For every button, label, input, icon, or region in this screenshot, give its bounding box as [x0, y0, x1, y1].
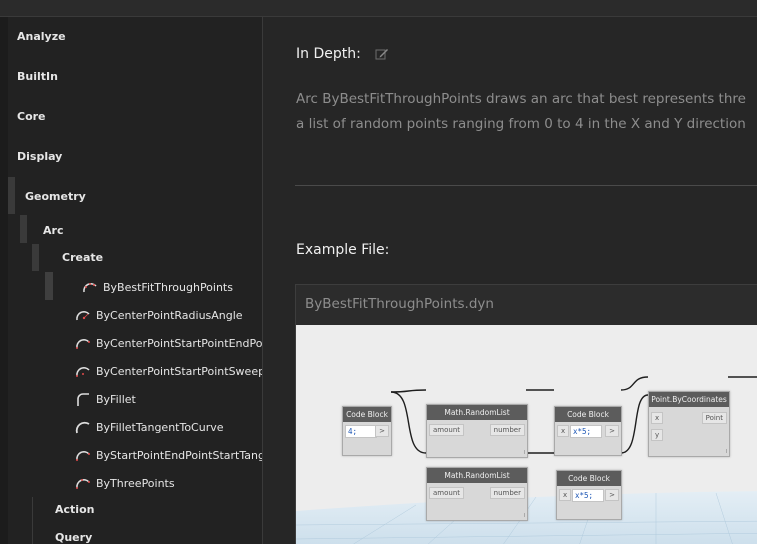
- amount-port[interactable]: amount: [429, 487, 465, 499]
- point-bycoordinates-node[interactable]: Point.ByCoordinates x y Point l: [648, 391, 730, 457]
- arc-icon: [83, 282, 97, 293]
- leaf-label: ByCenterPointStartPointSweepA: [96, 364, 263, 378]
- library-item-query[interactable]: Query: [55, 531, 93, 544]
- library-sidebar: Analyze BuiltIn Core Display Geometry Ar…: [0, 17, 263, 544]
- code-expression[interactable]: x*5;: [570, 425, 602, 438]
- description-line-1: Arc ByBestFitThroughPoints draws an arc …: [296, 91, 746, 107]
- point-output-port[interactable]: Point: [701, 412, 727, 424]
- output-port[interactable]: >: [375, 425, 389, 437]
- library-item-bythreepoints[interactable]: ByThreePoints: [74, 474, 175, 492]
- arc-icon: [76, 366, 90, 377]
- create-indent-bar: [32, 244, 39, 271]
- documentation-panel: In Depth: Arc ByBestFitThroughPoints dra…: [263, 17, 757, 544]
- leaf-label: ByFillet: [96, 392, 136, 406]
- node-title: Code Block: [557, 471, 621, 486]
- fillet-icon: [77, 393, 89, 406]
- fillet-tangent-icon: [75, 421, 90, 434]
- geometry-indent-bar: [8, 177, 15, 214]
- arc-icon: [76, 338, 90, 349]
- example-file-box: ByBestFitThroughPoints.dyn: [295, 284, 757, 544]
- node-title: Math.RandomList: [427, 405, 527, 420]
- library-item-arc[interactable]: Arc: [43, 224, 64, 237]
- library-item-analyze[interactable]: Analyze: [17, 30, 66, 43]
- graph-canvas: Code Block 4; > Math.RandomList amount n…: [296, 325, 757, 544]
- example-file-heading: Example File:: [296, 242, 390, 258]
- action-indent-line: [32, 497, 33, 544]
- amount-port[interactable]: amount: [429, 424, 465, 436]
- library-item-core[interactable]: Core: [17, 110, 46, 123]
- in-depth-heading: In Depth:: [296, 46, 361, 62]
- lacing-mark: l: [523, 450, 525, 456]
- top-bar: [0, 0, 757, 17]
- library-item-create[interactable]: Create: [62, 251, 104, 264]
- three-points-arc-icon: [76, 478, 90, 489]
- leaf-label: ByStartPointEndPointStartTange: [96, 448, 263, 462]
- library-item-bystartpointendpointstarttangent[interactable]: ByStartPointEndPointStartTange: [74, 446, 263, 464]
- leaf-label: ByCenterPointStartPointEndPoir: [96, 336, 263, 350]
- leaf-label: ByBestFitThroughPoints: [103, 280, 233, 294]
- x-port[interactable]: x: [557, 425, 570, 437]
- example-file-name: ByBestFitThroughPoints.dyn: [305, 296, 494, 312]
- code-block-node-3[interactable]: Code Block x x*5; >: [556, 470, 622, 520]
- node-title: Math.RandomList: [427, 468, 527, 483]
- node-title: Code Block: [343, 407, 391, 422]
- arc-indent-bar: [20, 215, 27, 243]
- selected-item-indicator: [45, 272, 53, 300]
- sidebar-edge: [0, 17, 8, 544]
- math-randomlist-node-2[interactable]: Math.RandomList amount number l: [426, 467, 528, 521]
- leaf-label: ByThreePoints: [96, 476, 175, 490]
- lacing-mark: l: [523, 513, 525, 519]
- library-item-action[interactable]: Action: [55, 503, 95, 516]
- x-port[interactable]: x: [559, 489, 572, 501]
- description-line-2: a list of random points ranging from 0 t…: [296, 116, 746, 132]
- output-port[interactable]: >: [605, 425, 619, 437]
- lacing-mark: l: [725, 449, 727, 455]
- code-block-node-2[interactable]: Code Block x x*5; >: [554, 406, 622, 456]
- library-item-geometry[interactable]: Geometry: [25, 190, 86, 203]
- code-block-node-1[interactable]: Code Block 4; >: [342, 406, 392, 456]
- code-value[interactable]: 4;: [345, 425, 377, 438]
- library-item-byfillettangenttocurve[interactable]: ByFilletTangentToCurve: [74, 418, 224, 436]
- library-item-bycenterpointstartpointendpoint[interactable]: ByCenterPointStartPointEndPoir: [74, 334, 263, 352]
- library-item-display[interactable]: Display: [17, 150, 63, 163]
- number-port[interactable]: number: [489, 424, 525, 436]
- code-expression[interactable]: x*5;: [572, 489, 604, 502]
- library-item-byfillet[interactable]: ByFillet: [74, 390, 136, 408]
- node-title: Code Block: [555, 407, 621, 422]
- x-port[interactable]: x: [651, 412, 664, 424]
- leaf-label: ByCenterPointRadiusAngle: [96, 308, 243, 322]
- y-port[interactable]: y: [651, 429, 664, 441]
- arc-icon: [76, 450, 90, 461]
- leaf-label: ByFilletTangentToCurve: [96, 420, 224, 434]
- library-item-bycenterpointradiusangle[interactable]: ByCenterPointRadiusAngle: [74, 306, 243, 324]
- arc-icon: [76, 310, 90, 321]
- math-randomlist-node-1[interactable]: Math.RandomList amount number l: [426, 404, 528, 458]
- library-item-builtin[interactable]: BuiltIn: [17, 70, 58, 83]
- library-item-bycenterpointstartpointsweepangle[interactable]: ByCenterPointStartPointSweepA: [74, 362, 263, 380]
- section-divider: [295, 185, 757, 186]
- edit-icon[interactable]: [375, 47, 389, 61]
- library-item-bybestfitthroughpoints[interactable]: ByBestFitThroughPoints: [81, 278, 233, 296]
- number-port[interactable]: number: [489, 487, 525, 499]
- output-port[interactable]: >: [605, 489, 619, 501]
- node-title: Point.ByCoordinates: [649, 392, 729, 407]
